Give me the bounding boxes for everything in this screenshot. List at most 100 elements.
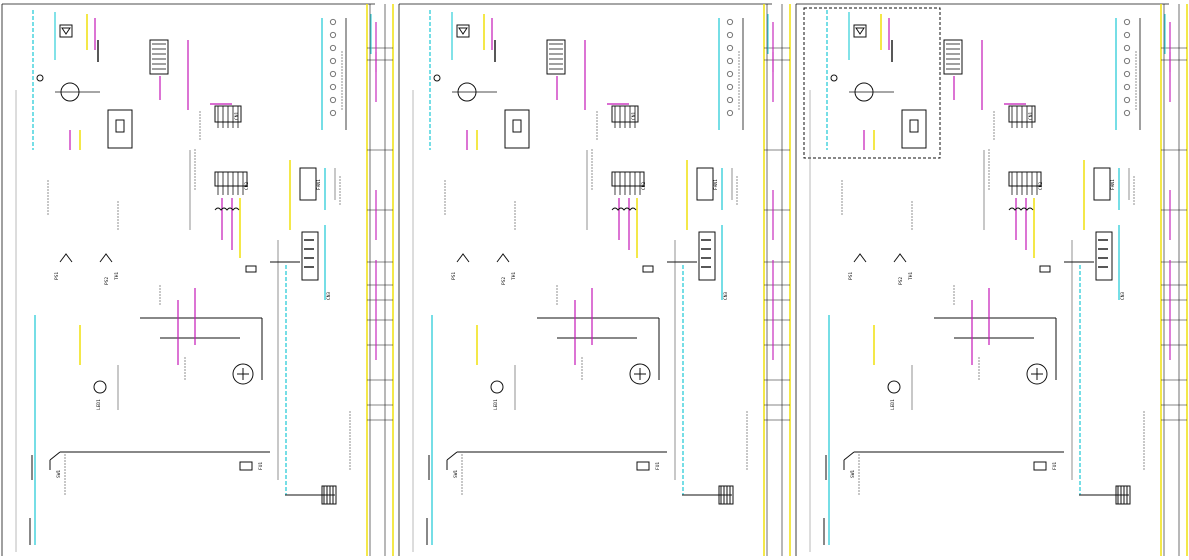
- signal-wires: [31, 261, 335, 496]
- ps-node: [36, 74, 44, 82]
- coil-symbol: [1008, 207, 1034, 211]
- pin-header-column: [321, 18, 347, 130]
- fuse-symbol: [456, 253, 470, 263]
- diode-symbol: [61, 27, 71, 35]
- diode-package-1: [853, 24, 867, 38]
- power-supply-block: [803, 7, 983, 159]
- switch-symbol: [49, 451, 61, 470]
- coil-symbol: [214, 207, 240, 211]
- thermistor-symbol: [99, 253, 113, 263]
- motor-cross: [634, 368, 646, 380]
- pin-3: [329, 57, 337, 65]
- led-symbol: [93, 380, 107, 394]
- fuse-symbol: [59, 253, 73, 263]
- refdes-th1: TH1: [511, 272, 517, 280]
- coil-symbol: [611, 207, 637, 211]
- pin-1: [726, 31, 734, 39]
- refdes-cn3: CN3: [1120, 292, 1126, 300]
- title-block: [763, 4, 791, 556]
- signal-wires: [428, 261, 732, 496]
- resistor-r1: [239, 461, 253, 471]
- pin-5: [1123, 83, 1131, 91]
- fan-connector: [289, 160, 336, 300]
- refdes-fu1: FU1: [1052, 462, 1058, 470]
- fan-connector: [686, 160, 733, 300]
- pin-7: [329, 109, 337, 117]
- refdes-ps2: PS2: [104, 277, 110, 285]
- power-supply-block: [32, 10, 189, 150]
- refdes-cn2: CN2: [244, 182, 250, 190]
- pin-6: [329, 96, 337, 104]
- cn2-body: [214, 171, 248, 187]
- ps-inductor-box: [107, 109, 133, 149]
- connector-block-a: [943, 39, 963, 75]
- switch-symbol: [446, 451, 458, 470]
- refdes-cn1: CN1: [1028, 112, 1034, 120]
- pin-1: [329, 31, 337, 39]
- connector-block-a: [546, 39, 566, 75]
- pin-2: [329, 44, 337, 52]
- diode-symbol: [855, 27, 865, 35]
- thermistor-symbol: [893, 253, 907, 263]
- refdes-fan1: FAN1: [316, 179, 322, 190]
- led-symbol: [887, 380, 901, 394]
- ps-core: [115, 119, 125, 133]
- dashed-enclosure: [803, 7, 941, 159]
- main-rails: [809, 90, 1081, 552]
- refdes-led1: LED1: [890, 399, 896, 410]
- ps-core: [512, 119, 522, 133]
- motor-symbol: [1026, 363, 1048, 385]
- pin-6: [1123, 96, 1131, 104]
- ps-node: [433, 74, 441, 82]
- refdes-th1: TH1: [114, 272, 120, 280]
- pin-6: [726, 96, 734, 104]
- fan-connector-body-2: [698, 231, 716, 281]
- refdes-ps2: PS2: [501, 277, 507, 285]
- resistor-r1: [636, 461, 650, 471]
- refdes-ps1: PS1: [451, 272, 457, 280]
- diode-package-1: [456, 24, 470, 38]
- main-rails: [15, 90, 287, 552]
- refdes-sw1: SW1: [850, 470, 856, 478]
- fuse-symbol: [853, 253, 867, 263]
- pin-5: [329, 83, 337, 91]
- connector-block-a: [149, 39, 169, 75]
- fan-connector-body: [299, 167, 317, 201]
- title-block: [366, 4, 394, 556]
- thermistor-symbol: [496, 253, 510, 263]
- output-terminal: [718, 485, 734, 505]
- pin-7: [1123, 109, 1131, 117]
- refdes-cn1: CN1: [631, 112, 637, 120]
- main-rails: [412, 90, 684, 552]
- pin-0: [1123, 18, 1131, 26]
- refdes-fu1: FU1: [258, 462, 264, 470]
- fan-connector-body-2: [301, 231, 319, 281]
- title-block: [1160, 4, 1188, 556]
- ps-node: [830, 74, 838, 82]
- ps-core: [909, 119, 919, 133]
- fan-connector-body: [1093, 167, 1111, 201]
- switch-symbol: [843, 451, 855, 470]
- pin-4: [726, 70, 734, 78]
- output-terminal: [321, 485, 337, 505]
- pin-4: [329, 70, 337, 78]
- refdes-cn1: CN1: [234, 112, 240, 120]
- pin-2: [1123, 44, 1131, 52]
- refdes-sw1: SW1: [56, 470, 62, 478]
- pin-7: [726, 109, 734, 117]
- resistor-r2: [1039, 265, 1051, 273]
- refdes-cn2: CN2: [641, 182, 647, 190]
- fan-connector: [1083, 160, 1130, 300]
- refdes-ps2: PS2: [898, 277, 904, 285]
- motor-cross: [1031, 368, 1043, 380]
- refdes-ps1: PS1: [848, 272, 854, 280]
- pin-3: [726, 57, 734, 65]
- connector-stack: [983, 103, 1042, 258]
- signal-wires: [825, 261, 1129, 496]
- resistor-r2: [245, 265, 257, 273]
- motor-cross: [237, 368, 249, 380]
